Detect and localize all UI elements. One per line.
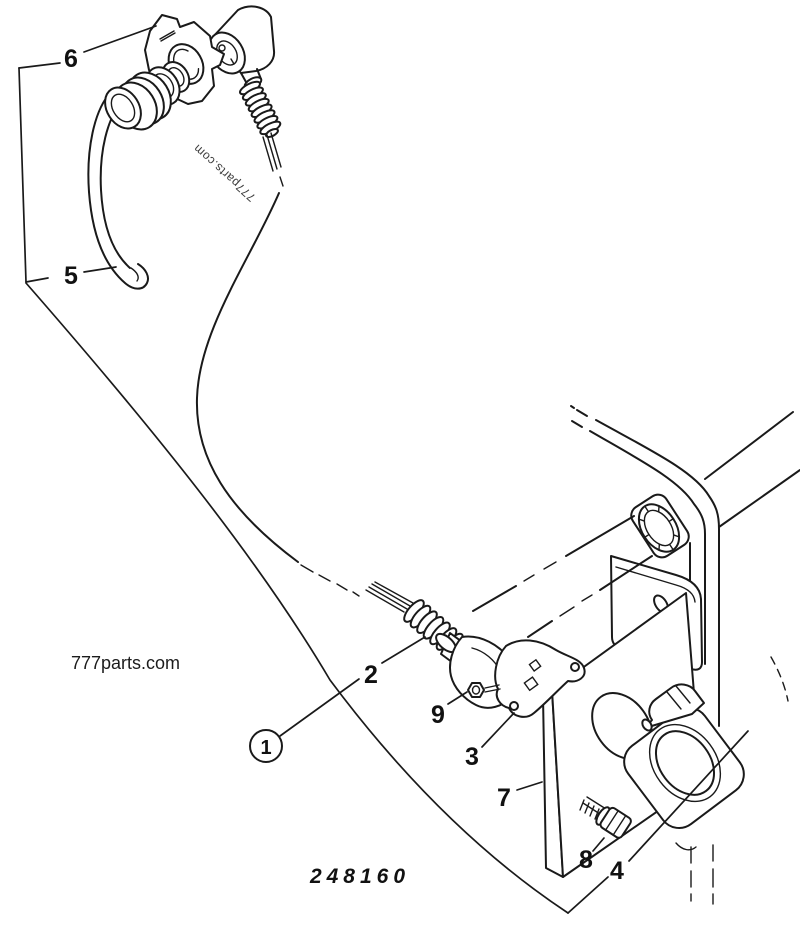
callout-1[interactable]: 1 [249,729,283,763]
socket-boss [472,493,690,638]
callout-4[interactable]: 4 [610,857,624,885]
callout-1-label[interactable]: 1 [260,737,271,759]
cable-spring [239,80,282,138]
callout-7[interactable]: 7 [497,784,511,812]
callout-6[interactable]: 6 [64,45,78,73]
socket-cover-part-4 [623,683,745,851]
cable-and-plug [195,192,586,718]
plug-flange-part-3 [494,639,586,718]
callout-5[interactable]: 5 [64,262,78,290]
plug-end-assembly [87,5,284,290]
callouts: 1 2 3 4 5 6 7 8 9 [64,45,624,885]
callout-3[interactable]: 3 [465,743,479,771]
callout-8[interactable]: 8 [579,846,593,874]
part-number: 248160 [309,865,410,888]
bolt-part-8 [579,796,632,839]
site-label: 777parts.com [71,653,180,673]
leader-lines [18,25,749,914]
nut-part-9 [467,682,501,698]
handle-part-5 [87,91,149,290]
callout-2[interactable]: 2 [364,661,378,689]
diagonal-watermark: 777parts.com [190,141,258,204]
cover-hinge [644,683,705,729]
callout-9[interactable]: 9 [431,701,445,729]
washer-stack [104,61,191,131]
assembly-bracket-line [25,282,569,914]
